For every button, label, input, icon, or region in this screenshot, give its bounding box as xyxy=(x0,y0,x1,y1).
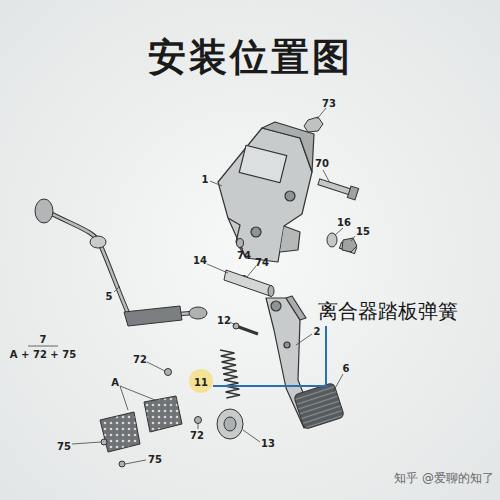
callout-number: A xyxy=(111,377,119,388)
callout-number: 12 xyxy=(217,315,231,326)
bolt xyxy=(318,179,359,200)
watermark: 知乎 @爱聊的知了 xyxy=(394,472,494,485)
leader-lines xyxy=(28,108,355,464)
callout-number: 13 xyxy=(261,438,275,449)
pedal-pad xyxy=(100,396,182,452)
bushing xyxy=(237,239,244,248)
callout-text: 离合器踏板弹簧 xyxy=(318,300,458,322)
callout-number: 6 xyxy=(343,363,350,374)
callout-number: 7 xyxy=(40,334,47,345)
callout-number: 70 xyxy=(315,158,329,169)
callout-line xyxy=(213,326,326,386)
callout-number: 72 xyxy=(133,354,147,365)
highlight-dot xyxy=(189,369,213,393)
callout-number: 74 xyxy=(255,257,269,268)
title: 安装位置图 xyxy=(148,37,353,79)
round-cover xyxy=(217,409,243,439)
callout-number: 16 xyxy=(337,217,351,228)
callout-number: 72 xyxy=(190,430,204,441)
callout-number: 11 xyxy=(194,377,208,388)
pedal-pad xyxy=(293,382,344,429)
callout-number: 75 xyxy=(148,454,162,465)
callout-number: 5 xyxy=(106,291,113,302)
clutch-spring xyxy=(220,350,240,398)
nut xyxy=(304,117,323,132)
callout-number: 1 xyxy=(202,174,209,185)
clutch-cable xyxy=(35,199,207,326)
callout-number: 75 xyxy=(57,441,71,452)
callout-number: 14 xyxy=(193,255,207,266)
callout-number: 74 xyxy=(237,250,251,261)
spring-coil xyxy=(220,350,240,398)
callout-number: 2 xyxy=(314,326,321,337)
kit-formula: A + 72 + 75 xyxy=(10,349,76,360)
pedal-bracket xyxy=(218,122,314,262)
callout-number: 73 xyxy=(322,98,336,109)
washer xyxy=(327,233,337,247)
callout-number: 15 xyxy=(356,226,370,237)
screw xyxy=(101,369,202,468)
bolt xyxy=(339,238,357,254)
pin xyxy=(233,323,258,334)
